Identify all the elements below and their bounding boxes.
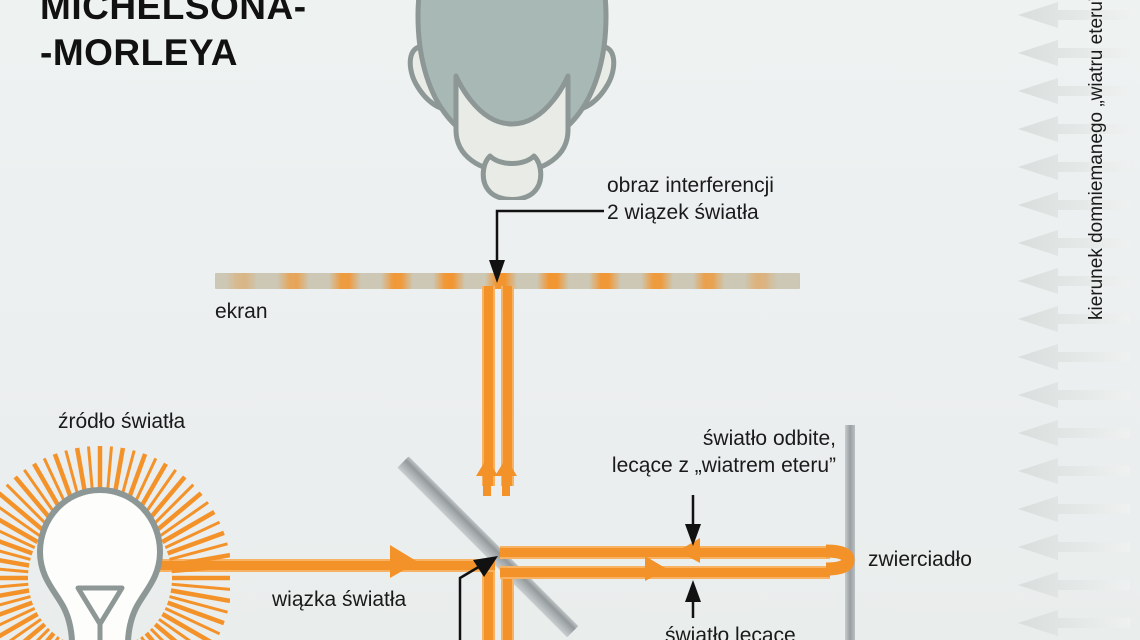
bulb-ray: [169, 595, 228, 614]
leader-arrow-going: [685, 580, 701, 602]
ether-wind-arrow-icon: [1018, 230, 1130, 256]
interference-fringes: [215, 273, 800, 289]
ether-wind-arrow-icon: [1018, 306, 1130, 332]
interference-label: obraz interferencji 2 wiązek światła: [607, 174, 774, 224]
bulb-ray: [0, 612, 39, 639]
ether-wind-arrow-icon: [1018, 534, 1130, 560]
ether-wind-arrow-icon: [1018, 192, 1130, 218]
ether-wind-arrow-icon: [1018, 420, 1130, 446]
ether-wind-strip: [1012, 0, 1140, 640]
light-bulb-icon: [0, 438, 232, 640]
reflected-light-label: światło odbite, lecące z „wiatrem eteru”: [611, 427, 836, 477]
bulb-ray: [0, 506, 42, 538]
ether-wind-arrow-icon: [1018, 154, 1130, 180]
vertical-beam-right: [501, 286, 514, 486]
ether-wind-arrow-icon: [1018, 2, 1130, 28]
ether-wind-arrow-icon: [1018, 382, 1130, 408]
bulb-ray: [0, 582, 29, 589]
page-title: MICHELSONA- -MORLEYA: [40, 0, 307, 73]
bulb-ray: [13, 475, 56, 525]
screen-label: ekran: [215, 300, 268, 323]
bulb-ray: [153, 491, 203, 534]
ether-wind-arrow-icon: [1018, 610, 1130, 636]
light-source-label: źródło światła: [58, 410, 186, 433]
leader-line-interference: [495, 209, 604, 262]
bulb-ray: [0, 517, 39, 544]
bulb-ray: [158, 618, 192, 640]
ether-arrow-group: [1018, 2, 1130, 636]
bulb-ray: [0, 558, 30, 568]
ether-wind-arrow-icon: [1018, 572, 1130, 598]
bulb-ray: [166, 600, 225, 626]
bulb-ray: [149, 627, 165, 640]
ether-wind-arrow-icon: [1018, 116, 1130, 142]
bulb-ray: [0, 607, 36, 627]
mirror-icon: [845, 425, 855, 640]
bulb-ray: [35, 627, 51, 640]
bulb-ray: [0, 491, 47, 534]
bulb-ray: [171, 565, 232, 574]
bulb-ray: [8, 618, 42, 640]
vertical-beam-right-lower: [501, 566, 514, 640]
ether-wind-arrow-icon: [1018, 78, 1130, 104]
bulb-ray: [5, 483, 51, 529]
vertical-beam-left-lower: [482, 566, 495, 640]
bulb-ray: [170, 552, 231, 568]
beam-from-mirror: [500, 546, 830, 559]
ether-wind-arrow-icon: [1018, 268, 1130, 294]
bulb-ray: [0, 600, 34, 617]
bulb-ray: [164, 520, 221, 549]
bulb-ray: [0, 567, 29, 574]
observer-head-icon: [392, 0, 632, 202]
bulb-ray: [171, 582, 232, 591]
bulb-ray: [0, 595, 31, 607]
bulb-ray: [170, 588, 231, 604]
mirror-label: zwierciadło: [868, 548, 972, 571]
bulb-ray: [149, 483, 195, 529]
bulb-ray: [0, 549, 31, 561]
bulb-ray: [164, 607, 221, 636]
screen-bar: [215, 273, 800, 289]
ether-wind-arrow-icon: [1018, 40, 1130, 66]
bulb-ray: [144, 475, 187, 525]
bulb-ray: [169, 542, 228, 561]
bulb-ray: [0, 539, 34, 556]
leader-arrow-reflected: [685, 524, 701, 546]
ether-wind-arrow-icon: [1018, 344, 1130, 370]
going-light-label: światło lecące: [665, 624, 796, 640]
bulb-ray: [0, 588, 30, 598]
ether-wind-arrow-icon: [1018, 496, 1130, 522]
bulb-ray: [161, 510, 216, 544]
ether-wind-label: kierunek domniemanego „wiatru eteru”: [1086, 0, 1107, 320]
bulb-ray: [166, 530, 225, 556]
ether-arrows-svg: [1018, 2, 1130, 636]
vertical-beam-left: [482, 286, 495, 486]
bulb-ray: [0, 529, 36, 549]
ether-wind-arrow-icon: [1018, 458, 1130, 484]
light-beam-label: wiązka światła: [272, 588, 407, 611]
bulb-ray: [161, 612, 212, 640]
bulb-ray: [22, 622, 47, 640]
bulb-ray: [153, 622, 178, 640]
beam-to-mirror: [500, 566, 830, 579]
bulb-ray: [158, 501, 209, 538]
